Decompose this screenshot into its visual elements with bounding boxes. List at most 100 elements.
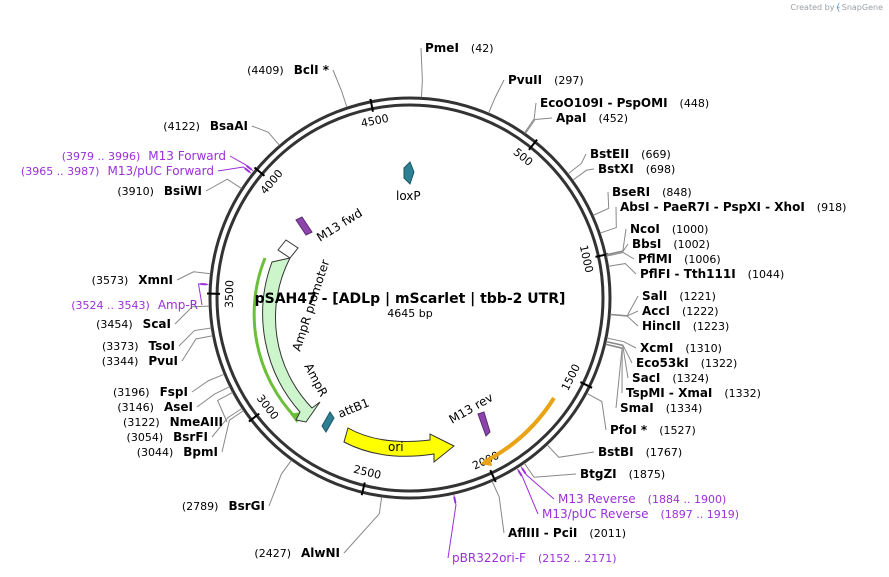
enzyme-leader-line <box>606 341 629 379</box>
enzyme-name: SacI <box>632 371 660 385</box>
primer-label[interactable]: (3965 .. 3987) M13/pUC Forward <box>21 164 214 178</box>
primer-range: (1884 .. 1900) <box>648 493 727 506</box>
enzyme-label[interactable]: SmaI(1334) <box>620 401 702 415</box>
primer-site-mark <box>517 470 523 477</box>
enzyme-label[interactable]: SalI(1221) <box>642 289 716 303</box>
enzyme-label[interactable]: BbsI(1002) <box>632 237 710 251</box>
enzyme-position: (1527) <box>659 424 696 437</box>
primer-site-mark <box>521 467 527 474</box>
primer-range: (3965 .. 3987) <box>21 165 100 178</box>
enzyme-label[interactable]: (3196)FspI <box>113 385 188 399</box>
enzyme-leader-line <box>196 386 230 408</box>
enzyme-label[interactable]: BtgZI(1875) <box>580 467 665 481</box>
brand-name: SnapGene <box>841 3 883 12</box>
enzyme-name: AlwNI <box>301 546 340 560</box>
enzyme-label[interactable]: BstEII(669) <box>590 147 671 161</box>
enzyme-label[interactable]: (3044)BpmI <box>137 445 218 459</box>
enzyme-label[interactable]: XcmI(1310) <box>640 341 722 355</box>
enzyme-leader-line <box>488 79 505 114</box>
enzyme-label[interactable]: (3573)XmnI <box>92 273 173 287</box>
enzyme-leader-line <box>605 344 623 409</box>
enzyme-leader-line <box>606 337 637 349</box>
enzyme-label[interactable]: (3454)ScaI <box>96 317 171 331</box>
primer-label[interactable]: pBR322ori-F(2152 .. 2171) <box>452 551 617 565</box>
primer-leader-line <box>197 283 209 306</box>
enzyme-label[interactable]: (3146)AseI <box>117 400 193 414</box>
feature-loxp[interactable]: loxP <box>396 161 421 203</box>
enzyme-position: (4409) <box>247 64 284 77</box>
primer-label[interactable]: (3524 .. 3543)Amp-R <box>71 298 198 312</box>
enzyme-position: (698) <box>646 163 676 176</box>
enzyme-label[interactable]: (4409)BclI * <box>247 63 330 77</box>
enzyme-label[interactable]: TspMI - XmaI(1332) <box>626 386 761 400</box>
enzyme-name: SmaI <box>620 401 654 415</box>
tick-mark <box>489 469 497 483</box>
enzyme-label[interactable]: AbsI - PaeR7I - PspXI - XhoI(918) <box>620 200 846 214</box>
enzyme-name: BpmI <box>183 445 218 459</box>
enzyme-name: NmeAIII <box>170 415 223 429</box>
primer-site-mark <box>244 167 251 173</box>
enzyme-label[interactable]: (3054)BsrFI <box>127 430 208 444</box>
primer-label[interactable]: M13/pUC Reverse(1897 .. 1919) <box>542 507 739 521</box>
enzyme-name: PvuII <box>508 73 542 87</box>
feature-rev-arc[interactable] <box>480 396 556 466</box>
primer-label[interactable]: M13 Reverse(1884 .. 1900) <box>558 492 726 506</box>
primer-label[interactable]: (3979 .. 3996)M13 Forward <box>62 149 226 163</box>
enzyme-label[interactable]: (3910)BsiWI <box>117 184 202 198</box>
feature-label-m13-fwd: M13 fwd <box>314 206 365 245</box>
enzyme-label[interactable]: ApaI(452) <box>556 111 628 125</box>
primer-labels: M13 Reverse(1884 .. 1900)M13/pUC Reverse… <box>21 149 739 565</box>
enzyme-label[interactable]: PfoI *(1527) <box>610 423 696 437</box>
enzyme-leader-line <box>610 314 639 327</box>
enzyme-name: BtgZI <box>580 467 617 481</box>
enzyme-position: (3146) <box>117 401 154 414</box>
feature-label-loxp: loxP <box>396 189 421 203</box>
enzyme-name: PvuI <box>148 354 178 368</box>
enzyme-label[interactable]: PflFI - Tth111I(1044) <box>640 267 784 281</box>
tick-label: 4500 <box>360 112 390 130</box>
enzyme-label[interactable]: NcoI(1000) <box>630 222 708 236</box>
enzyme-leader-line <box>343 496 383 554</box>
enzyme-label[interactable]: AflIII - PciI(2011) <box>508 526 626 540</box>
tick-mark <box>253 166 266 177</box>
enzyme-label[interactable]: (3373)TsoI <box>102 339 175 353</box>
enzyme-name: TsoI <box>149 339 175 353</box>
plasmid-name: pSAH47 - [ADLp | mScarlet | tbb-2 UTR] <box>255 291 566 307</box>
feature-ori[interactable]: ori <box>343 427 455 464</box>
enzyme-position: (1767) <box>646 446 683 459</box>
enzyme-position: (297) <box>554 74 584 87</box>
enzyme-label[interactable]: BstBI(1767) <box>598 445 682 459</box>
enzyme-label[interactable]: Eco53kI(1322) <box>636 356 737 370</box>
enzyme-label[interactable]: (2427)AlwNI <box>254 546 340 560</box>
primer-name: M13/pUC Forward <box>107 164 214 178</box>
enzyme-label[interactable]: (4122)BsaAI <box>163 119 248 133</box>
enzyme-label[interactable]: EcoO109I - PspOMI(448) <box>540 96 709 110</box>
feature-label-ampr: AmpR <box>301 361 330 399</box>
enzyme-leader-line <box>523 463 577 478</box>
enzyme-label[interactable]: PvuII (297) <box>508 73 584 87</box>
feature-m13-rev[interactable]: M13 rev <box>447 390 496 437</box>
enzyme-label[interactable]: PmeI(42) <box>425 41 494 55</box>
enzyme-position: (3454) <box>96 318 133 331</box>
primer-name: M13/pUC Reverse <box>542 507 649 521</box>
enzyme-label[interactable]: PflMI(1006) <box>638 252 721 266</box>
enzyme-position: (448) <box>680 97 710 110</box>
enzyme-position: (1002) <box>673 238 710 251</box>
enzyme-leader-line <box>593 191 610 216</box>
enzyme-name: BseRI <box>612 185 650 199</box>
enzyme-label[interactable]: BstXI(698) <box>598 162 675 176</box>
enzyme-label[interactable]: (3344)PvuI <box>102 354 178 368</box>
tick-label: 1000 <box>577 244 596 274</box>
enzyme-leader-line <box>251 125 280 146</box>
enzyme-label[interactable]: AccI(1222) <box>642 304 719 318</box>
enzyme-leader-line <box>205 178 242 192</box>
enzyme-label[interactable]: (3122)NmeAIII <box>123 415 223 429</box>
enzyme-label[interactable]: (2789)BsrGI <box>182 499 265 513</box>
feature-attb1[interactable]: attB1 <box>321 396 371 433</box>
feature-m13-fwd[interactable]: M13 fwd <box>295 206 365 245</box>
enzyme-position: (1324) <box>672 372 709 385</box>
enzyme-label[interactable]: BseRI(848) <box>612 185 692 199</box>
enzyme-label[interactable]: HincII(1223) <box>642 319 729 333</box>
enzyme-label[interactable]: SacI (1324) <box>632 371 709 385</box>
enzyme-name: PflMI <box>638 252 672 266</box>
